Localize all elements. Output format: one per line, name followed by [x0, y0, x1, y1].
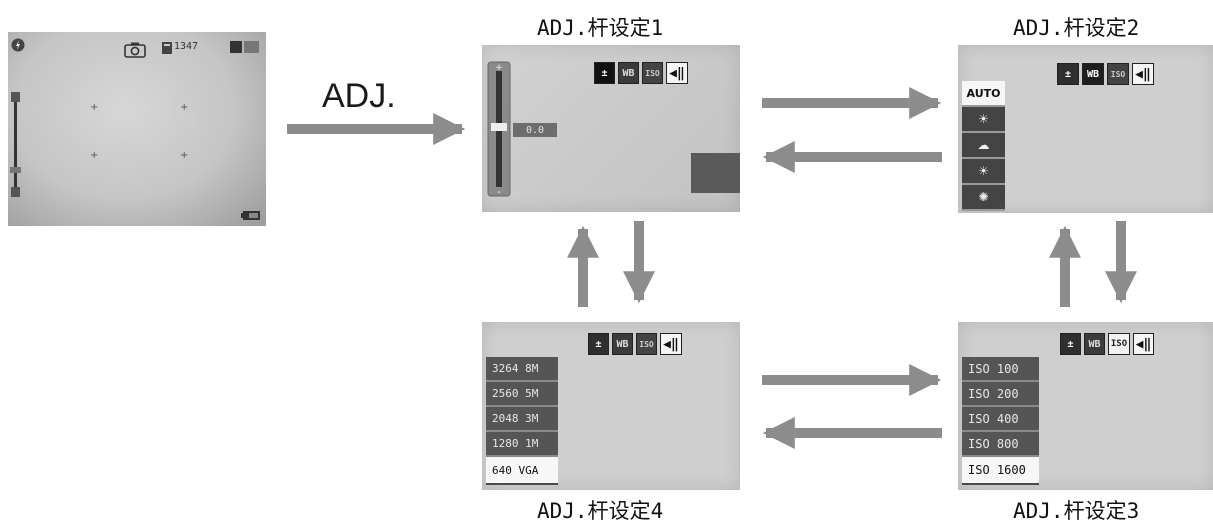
caption-screen1: ADJ.杆设定1 [537, 16, 664, 40]
wb-option[interactable]: ☀ [962, 107, 1005, 133]
wb-icon[interactable]: WB [612, 333, 633, 355]
wb-options-list: AUTO ☀ ☁ ☀ ✺ [962, 81, 1005, 211]
exposure-slider[interactable]: + - [487, 61, 511, 197]
iso-icon[interactable]: ISO [636, 333, 657, 355]
exposure-icon[interactable]: ± [1060, 333, 1081, 355]
size-option-selected[interactable]: 640 VGA [486, 457, 558, 483]
iso-options-list: ISO 100 ISO 200 ISO 400 ISO 800 ISO 1600 [962, 357, 1039, 485]
battery-icon [241, 211, 260, 220]
iso-option-selected[interactable]: ISO 1600 [962, 457, 1039, 483]
iso-option[interactable]: ISO 800 [962, 432, 1039, 457]
flash-comp-icon[interactable]: ◀‖ [660, 333, 682, 355]
size-option[interactable]: 2560 5M [486, 382, 558, 407]
wb-option[interactable]: ✺ [962, 185, 1005, 211]
af-mark: + [180, 102, 189, 113]
iso-option[interactable]: ISO 200 [962, 382, 1039, 407]
svg-text:+: + [495, 63, 503, 73]
camera-preview-screen: 1347 + + + + [8, 32, 266, 226]
wb-icon[interactable]: WB [618, 62, 639, 84]
shots-remaining: 1347 [174, 41, 199, 52]
iso-icon[interactable]: ISO [642, 62, 663, 84]
wb-icon[interactable]: WB [1084, 333, 1105, 355]
flash-comp-icon[interactable]: ◀‖ [1132, 63, 1154, 85]
exposure-value: 0.0 [513, 123, 557, 137]
preview-thumbnail [691, 153, 740, 193]
wb-option[interactable]: AUTO [962, 81, 1005, 107]
camera-mode-icon [124, 42, 146, 58]
exposure-icon[interactable]: ± [588, 333, 609, 355]
exposure-icon[interactable]: ± [594, 62, 615, 84]
iso-icon[interactable]: ISO [1107, 63, 1129, 85]
flash-comp-icon[interactable]: ◀‖ [666, 62, 688, 84]
storage-icon [162, 42, 172, 54]
af-mark: + [90, 102, 99, 113]
flash-comp-icon[interactable]: ◀‖ [1133, 333, 1154, 355]
size-options-list: 3264 8M 2560 5M 2048 3M 1280 1M 640 VGA [486, 357, 558, 485]
quality-icon [230, 41, 259, 53]
iso-option[interactable]: ISO 400 [962, 407, 1039, 432]
iso-option[interactable]: ISO 100 [962, 357, 1039, 382]
af-mark: + [90, 150, 99, 161]
size-option[interactable]: 1280 1M [486, 432, 558, 457]
screen-adj-setting-3: ± WB ISO ◀‖ ISO 100 ISO 200 ISO 400 ISO … [958, 322, 1213, 490]
af-mark: + [180, 150, 189, 161]
screen-adj-setting-4: ± WB ISO ◀‖ 3264 8M 2560 5M 2048 3M 1280… [482, 322, 740, 490]
wb-option[interactable]: ☁ [962, 133, 1005, 159]
exposure-icon[interactable]: ± [1057, 63, 1079, 85]
screen-adj-setting-2: ± WB ISO ◀‖ AUTO ☀ ☁ ☀ ✺ [958, 45, 1213, 213]
caption-screen4: ADJ.杆设定4 [537, 499, 664, 523]
caption-screen3: ADJ.杆设定3 [1013, 499, 1140, 523]
wb-option[interactable]: ☀ [962, 159, 1005, 185]
iso-icon[interactable]: ISO [1108, 333, 1130, 355]
size-option[interactable]: 2048 3M [486, 407, 558, 432]
flash-icon [11, 38, 25, 52]
svg-text:-: - [497, 185, 501, 197]
caption-screen2: ADJ.杆设定2 [1013, 16, 1140, 40]
adj-button-label: ADJ. [322, 77, 396, 115]
screen-adj-setting-1: ± WB ISO ◀‖ + - 0.0 [482, 45, 740, 212]
zoom-bar [10, 92, 21, 197]
wb-icon[interactable]: WB [1082, 63, 1104, 85]
size-option[interactable]: 3264 8M [486, 357, 558, 382]
